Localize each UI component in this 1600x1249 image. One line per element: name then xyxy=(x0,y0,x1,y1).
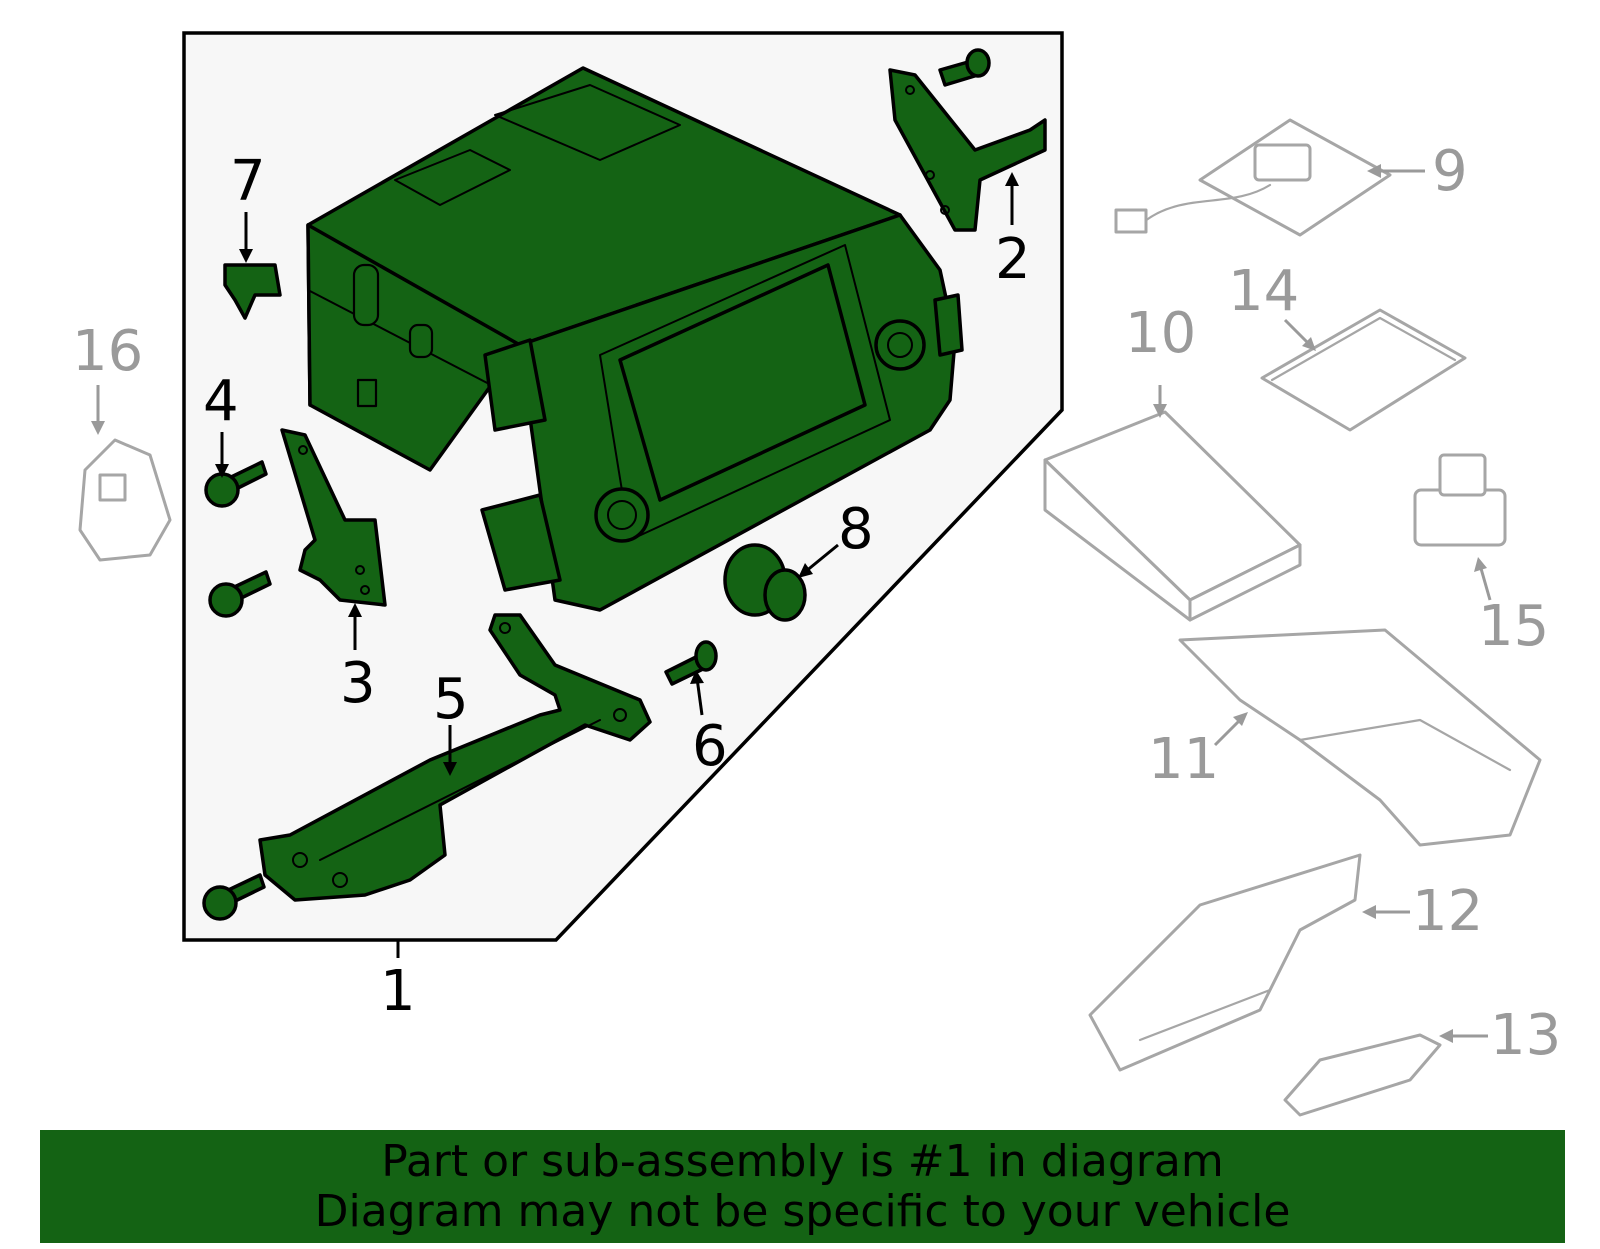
banner-line-2: Diagram may not be specific to your vehi… xyxy=(314,1185,1291,1237)
callout-14: 14 xyxy=(1228,259,1299,324)
screw-6 xyxy=(664,640,718,686)
callout-16: 16 xyxy=(72,319,143,384)
bracket-5 xyxy=(258,613,652,902)
module-10 xyxy=(1043,410,1302,622)
bracket-2 xyxy=(888,68,1047,232)
leader-lines xyxy=(91,164,1492,1043)
callout-8: 8 xyxy=(838,497,874,562)
bracket-12 xyxy=(1088,853,1362,1072)
screw-5 xyxy=(202,873,266,921)
callout-7: 7 xyxy=(230,149,266,214)
callout-11: 11 xyxy=(1148,727,1219,792)
screw-near-bracket-2 xyxy=(938,48,991,87)
callout-13: 13 xyxy=(1490,1003,1561,1068)
callout-2: 2 xyxy=(995,227,1031,292)
radio-head-unit xyxy=(306,66,964,612)
bracket-16 xyxy=(78,438,172,562)
antenna-module-9 xyxy=(1114,118,1392,237)
tray-11 xyxy=(1178,628,1542,847)
callout-9: 9 xyxy=(1432,139,1468,204)
banner-line-1: Part or sub-assembly is #1 in diagram xyxy=(381,1135,1224,1187)
connector-15 xyxy=(1413,453,1507,547)
callout-4: 4 xyxy=(203,369,239,434)
callout-3: 3 xyxy=(340,651,376,716)
clip-7 xyxy=(223,263,282,320)
callout-5: 5 xyxy=(433,667,469,732)
knob-8 xyxy=(723,543,807,622)
callout-1: 1 xyxy=(380,959,416,1024)
callout-10: 10 xyxy=(1125,301,1196,366)
callout-15: 15 xyxy=(1478,594,1549,659)
callout-12: 12 xyxy=(1412,879,1483,944)
info-banner: Part or sub-assembly is #1 in diagram Di… xyxy=(40,1130,1565,1243)
sd-card-14 xyxy=(1260,308,1467,432)
callout-6: 6 xyxy=(692,714,728,779)
screw-4b xyxy=(208,570,272,618)
bracket-13 xyxy=(1283,1033,1442,1117)
bracket-3 xyxy=(280,428,387,607)
